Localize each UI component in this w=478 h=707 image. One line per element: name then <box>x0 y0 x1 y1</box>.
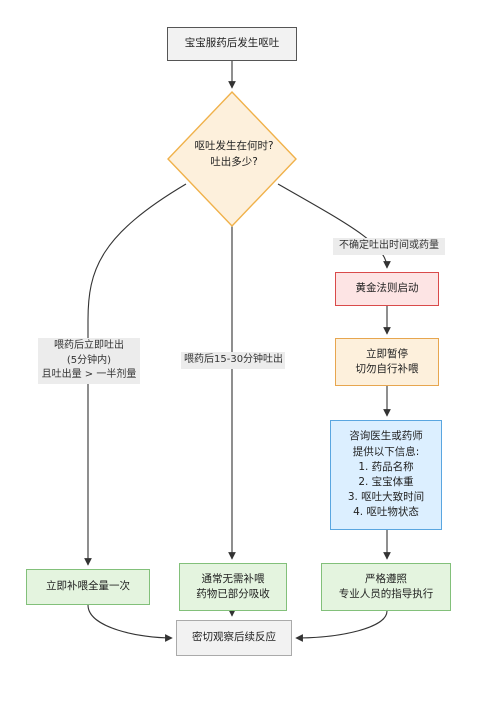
edge-decision-to-left <box>84 183 187 566</box>
consult-line: 提供以下信息: <box>352 445 420 458</box>
left-action-label: 立即补喂全量一次 <box>46 580 130 593</box>
edge-label-left: 喂药后立即吐出 (5分钟内) 且吐出量 > 一半剂量 <box>38 338 140 384</box>
pause-line: 切勿自行补喂 <box>355 363 419 375</box>
edge-label-right: 不确定吐出时间或药量 <box>333 238 445 255</box>
right-action-line: 严格遵照 <box>365 572 407 585</box>
end-node: 密切观察后续反应 <box>176 620 292 656</box>
decision-node-label: 呕吐发生在何时? 吐出多少? <box>164 139 304 171</box>
decision-diamond <box>167 90 297 228</box>
end-node-label: 密切观察后续反应 <box>192 631 276 644</box>
right-action-line: 专业人员的指导执行 <box>338 588 434 600</box>
edge-label-line: 喂药后立即吐出 <box>54 340 124 351</box>
edge-label-middle: 喂药后15-30分钟吐出 <box>181 352 285 369</box>
consult-line: 4. 呕吐物状态 <box>353 506 419 519</box>
decision-question-line: 吐出多少? <box>210 155 258 168</box>
decision-question-line: 呕吐发生在何时? <box>194 140 274 152</box>
edge-decision-to-right <box>277 183 391 269</box>
pause-line: 立即暂停 <box>366 347 408 360</box>
start-node: 宝宝服药后发生呕吐 <box>167 27 297 61</box>
middle-action-line: 药物已部分吸收 <box>196 588 270 600</box>
edge-right-to-end <box>295 610 388 642</box>
consult-line: 咨询医生或药师 <box>349 430 423 443</box>
consult-line: 1. 药品名称 <box>358 460 414 473</box>
left-action-node: 立即补喂全量一次 <box>26 569 150 605</box>
edge-label-line: 不确定吐出时间或药量 <box>339 240 439 251</box>
edge-label-line: 喂药后15-30分钟吐出 <box>184 354 284 365</box>
golden-rule-label: 黄金法则启动 <box>355 282 419 295</box>
edge-left-to-end <box>87 604 173 642</box>
start-node-label: 宝宝服药后发生呕吐 <box>184 37 280 50</box>
pause-node: 立即暂停 切勿自行补喂 <box>335 338 439 386</box>
edge-label-line: 且吐出量 > 一半剂量 <box>41 369 137 380</box>
middle-action-node: 通常无需补喂 药物已部分吸收 <box>179 563 287 611</box>
right-action-node: 严格遵照 专业人员的指导执行 <box>321 563 451 611</box>
consult-node: 咨询医生或药师 提供以下信息: 1. 药品名称 2. 宝宝体重 3. 呕吐大致时… <box>330 420 442 530</box>
golden-rule-node: 黄金法则启动 <box>335 272 439 306</box>
consult-line: 3. 呕吐大致时间 <box>347 491 425 504</box>
edge-label-line: (5分钟内) <box>66 354 112 366</box>
middle-action-line: 通常无需补喂 <box>201 572 265 585</box>
consult-line: 2. 宝宝体重 <box>358 476 414 488</box>
